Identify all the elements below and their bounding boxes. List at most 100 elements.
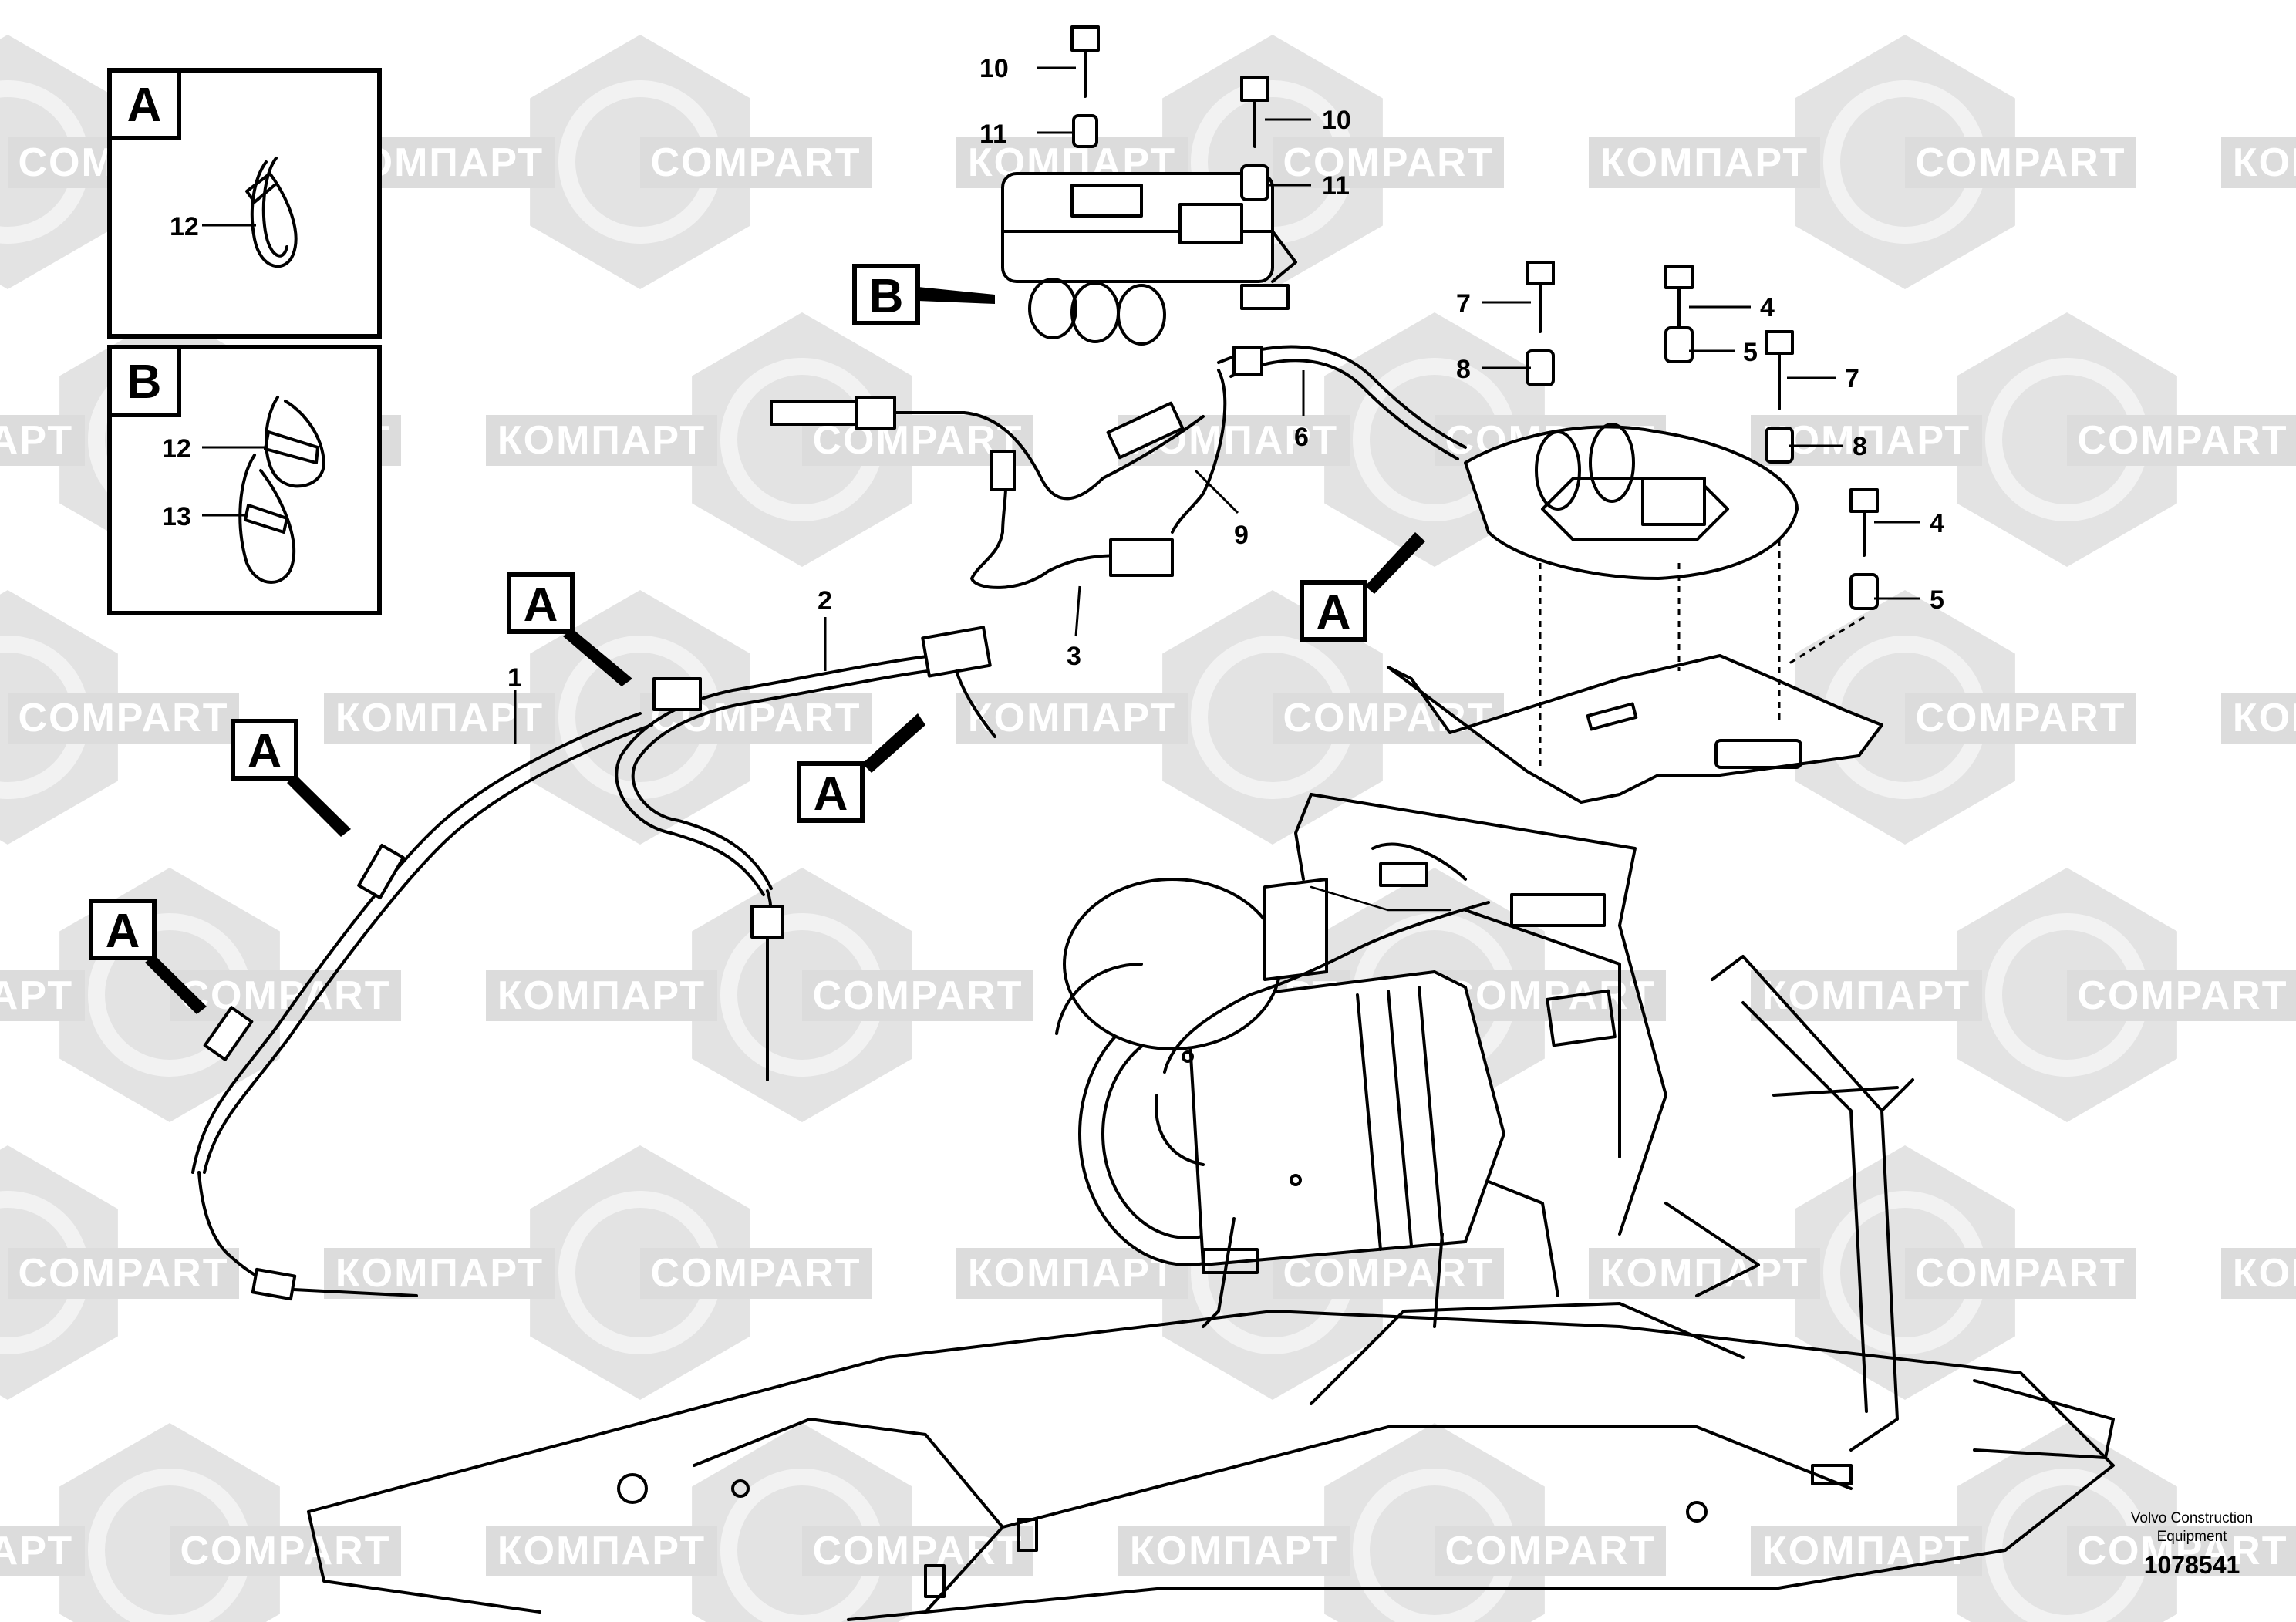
watermark-text: COMPART xyxy=(812,973,1023,1018)
watermark-text: COMPART xyxy=(1283,140,1493,185)
aftertreatment-unit xyxy=(1055,842,1606,1328)
watermark-text: КОМПАРТ xyxy=(1600,1251,1809,1296)
watermark-text: COMPART xyxy=(18,696,228,740)
watermark-text: COMPART xyxy=(180,973,390,1018)
watermark-text: КОМПАРТ xyxy=(2233,696,2296,740)
watermark-logo: КОМПАРТ COMPART xyxy=(1118,1423,1666,1622)
brand-line-1: Volvo Construction xyxy=(2131,1510,2253,1526)
watermark-text: COMPART xyxy=(1445,1529,1655,1573)
watermark-text: КОМПАРТ xyxy=(335,696,544,740)
detail-b-label: B xyxy=(127,356,162,409)
callout-9: 9 xyxy=(1234,521,1249,550)
callout-5: 5 xyxy=(1743,338,1758,367)
watermark-text: COMPART xyxy=(180,1529,390,1573)
callout-4: 4 xyxy=(1760,293,1775,322)
watermark-text: КОМПАРТ xyxy=(1762,973,1971,1018)
watermark-text: COMPART xyxy=(1283,1251,1493,1296)
watermark-text: COMPART xyxy=(1283,696,1493,740)
ref-label-b: B xyxy=(869,270,904,323)
watermark-logo: КОМПАРТ COMPART xyxy=(486,868,1033,1122)
bracket-assembly xyxy=(1387,423,1883,804)
watermark-text: COMPART xyxy=(650,1251,861,1296)
part-6-harness xyxy=(1001,172,1467,460)
ref-label-a: A xyxy=(524,578,558,632)
watermark-logo: КОМПАРТ COMPART xyxy=(0,868,401,1122)
callout-8: 8 xyxy=(1456,355,1471,384)
part-2-sensor-harness xyxy=(615,626,996,1081)
ref-label-a: A xyxy=(106,905,140,958)
watermark-text: КОМПАРТ xyxy=(968,1251,1176,1296)
callout-3: 3 xyxy=(1067,642,1081,671)
watermark-text: COMPART xyxy=(1915,696,2126,740)
watermark-text: КОМПАРТ xyxy=(1762,418,1971,463)
callout-leaders xyxy=(514,66,1920,744)
ref-label-a: A xyxy=(1317,586,1351,639)
ref-label-a: A xyxy=(814,767,848,821)
watermark-text: КОМПАРТ xyxy=(497,1529,706,1573)
watermark-text: COMPART xyxy=(812,1529,1023,1573)
part-1-sensor-harness xyxy=(191,712,653,1301)
watermark-text: КОМПАРТ xyxy=(1762,1529,1971,1573)
watermark-text: COMPART xyxy=(18,1251,228,1296)
watermark-text: КОМПАРТ xyxy=(0,418,73,463)
part-3-sensor xyxy=(970,450,1174,589)
callout-11: 11 xyxy=(979,120,1007,149)
watermark-text: КОМПАРТ xyxy=(2233,140,2296,185)
watermark-logo: КОМПАРТ COMPART xyxy=(486,1423,1033,1622)
watermark-text: COMPART xyxy=(650,140,861,185)
watermark-text: КОМПАРТ xyxy=(335,1251,544,1296)
part-9-nox-sensor xyxy=(770,369,1227,534)
callout-13: 13 xyxy=(162,502,191,531)
watermark-logo: КОМПАРТ COMPART xyxy=(1589,1145,2136,1400)
callout-12: 12 xyxy=(170,212,199,241)
watermark-logo: КОМПАРТ COMPART xyxy=(956,590,1504,845)
callout-11: 11 xyxy=(1322,171,1350,201)
callout-8: 8 xyxy=(1853,432,1867,461)
callout-4: 4 xyxy=(1930,509,1944,538)
watermark-text: COMPART xyxy=(2077,1529,2288,1573)
detail-view-a: A 12 xyxy=(107,68,382,339)
reference-labels: A A A A A B xyxy=(89,264,1425,1014)
callout-5: 5 xyxy=(1930,585,1944,615)
watermark-text: КОМПАРТ xyxy=(0,1529,73,1573)
detail-view-b: B 12 13 xyxy=(107,345,382,615)
watermark-logo: КОМПАРТ COMPART xyxy=(1751,868,2296,1122)
callout-12: 12 xyxy=(162,434,191,464)
watermark-text: COMPART xyxy=(2077,973,2288,1018)
watermark-logo: КОМПАРТ COMPART xyxy=(1751,312,2296,567)
watermark-text: КОМПАРТ xyxy=(1130,1529,1338,1573)
callout-1: 1 xyxy=(507,663,522,693)
callout-10: 10 xyxy=(1322,106,1351,135)
watermark-text: КОМПАРТ xyxy=(968,696,1176,740)
callout-7: 7 xyxy=(1845,364,1859,393)
title-block: Volvo Construction Equipment 1078541 xyxy=(2131,1510,2253,1579)
watermark-logo: КОМПАРТ COMPART xyxy=(1751,1423,2296,1622)
detail-a-label: A xyxy=(127,79,162,132)
fastener-bolts xyxy=(1070,25,1879,771)
callout-6: 6 xyxy=(1294,423,1309,452)
watermark-text: КОМПАРТ xyxy=(497,418,706,463)
ref-label-a: A xyxy=(248,725,282,778)
watermark-text: КОМПАРТ xyxy=(1600,140,1809,185)
callout-numbers: 1 2 3 6 9 10 11 10 11 7 8 4 5 7 8 4 5 xyxy=(507,54,1944,693)
brand-line-2: Equipment xyxy=(2157,1529,2228,1545)
watermark-text: COMPART xyxy=(1915,1251,2126,1296)
machine-frame xyxy=(307,793,2115,1621)
watermark-logo: КОМПАРТ COMPART xyxy=(324,1145,872,1400)
watermark-text: КОМПАРТ xyxy=(497,973,706,1018)
watermark-text: КОМПАРТ xyxy=(0,973,73,1018)
watermark-logo: КОМПАРТ COMPART xyxy=(0,1423,401,1622)
callout-10: 10 xyxy=(979,54,1009,83)
callout-2: 2 xyxy=(818,586,832,615)
watermark-text: COMPART xyxy=(2077,418,2288,463)
